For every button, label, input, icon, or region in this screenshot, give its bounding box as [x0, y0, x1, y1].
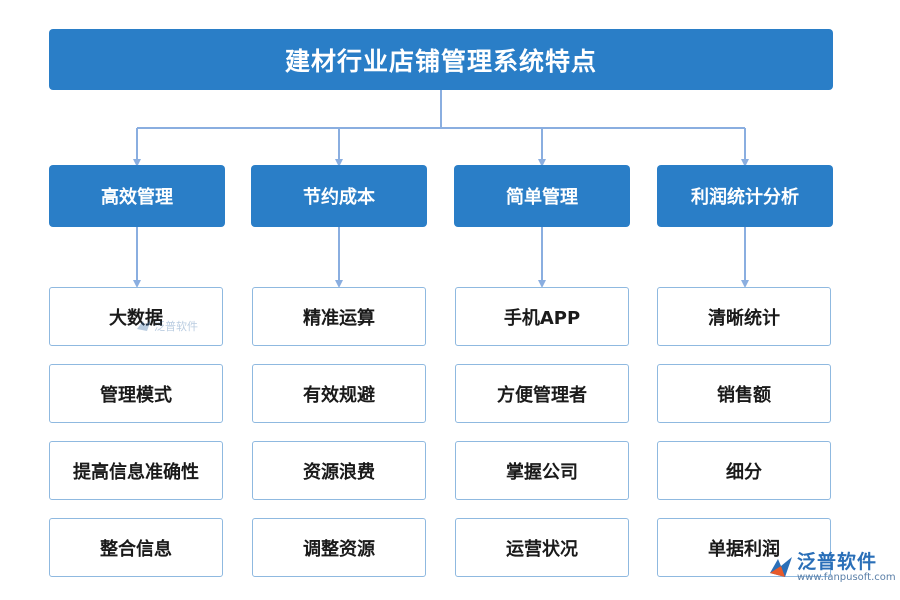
brand-logo-icon — [137, 320, 151, 331]
item-box-1-2: 管理模式 — [49, 364, 223, 423]
item-box-4-2: 销售额 — [657, 364, 831, 423]
watermark-faint-name: 泛普软件 — [154, 320, 198, 333]
item-box-3-3: 掌握公司 — [455, 441, 629, 500]
item-box-1-1: 大数据 — [49, 287, 223, 346]
item-box-2-4: 调整资源 — [252, 518, 426, 577]
item-box-3-4: 运营状况 — [455, 518, 629, 577]
watermark-brand-name: 泛普软件 — [797, 551, 878, 573]
item-box-3-2: 方便管理者 — [455, 364, 629, 423]
category-box-4: 利润统计分析 — [657, 165, 833, 227]
item-box-2-1: 精准运算 — [252, 287, 426, 346]
item-box-1-3: 提高信息准确性 — [49, 441, 223, 500]
watermark-brand-url: www.fanpusoft.com — [797, 572, 896, 583]
watermark-faint: 泛普软件 — [136, 318, 198, 334]
item-box-4-3: 细分 — [657, 441, 831, 500]
item-box-3-1: 手机APP — [455, 287, 629, 346]
item-box-4-1: 清晰统计 — [657, 287, 831, 346]
category-box-3: 简单管理 — [454, 165, 630, 227]
item-box-2-2: 有效规避 — [252, 364, 426, 423]
item-box-4-4: 单据利润 — [657, 518, 831, 577]
item-box-1-4: 整合信息 — [49, 518, 223, 577]
diagram-title: 建材行业店铺管理系统特点 — [49, 29, 833, 90]
category-box-1: 高效管理 — [49, 165, 225, 227]
category-box-2: 节约成本 — [251, 165, 427, 227]
watermark-brand: 泛普软件 www.fanpusoft.com — [768, 552, 896, 584]
brand-logo-icon — [770, 557, 792, 577]
item-box-2-3: 资源浪费 — [252, 441, 426, 500]
